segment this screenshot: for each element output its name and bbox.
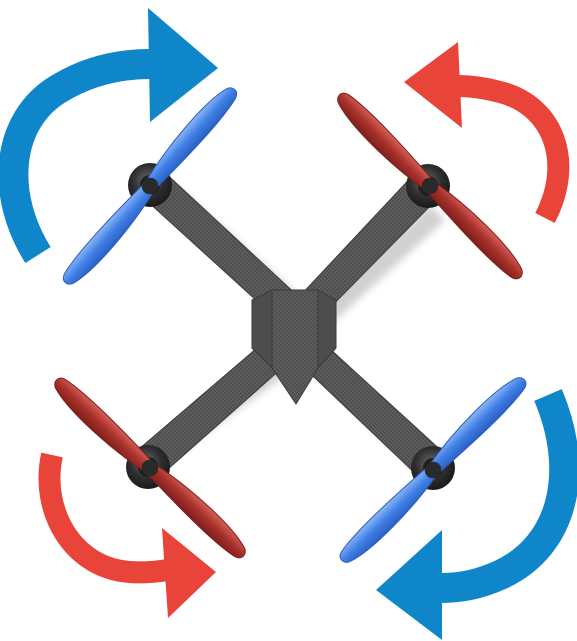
red-propeller-icon [330, 84, 530, 288]
red-propeller-icon [48, 368, 252, 568]
frame [131, 167, 447, 479]
blue-propeller-icon [53, 81, 247, 291]
counter-clockwise-arrow-icon [38, 452, 216, 618]
clockwise-arrow-icon [0, 8, 218, 264]
clockwise-arrow-icon [376, 389, 577, 640]
counter-clockwise-arrow-icon [404, 42, 570, 224]
blue-propeller-icon [331, 370, 535, 570]
center-body [271, 289, 319, 405]
